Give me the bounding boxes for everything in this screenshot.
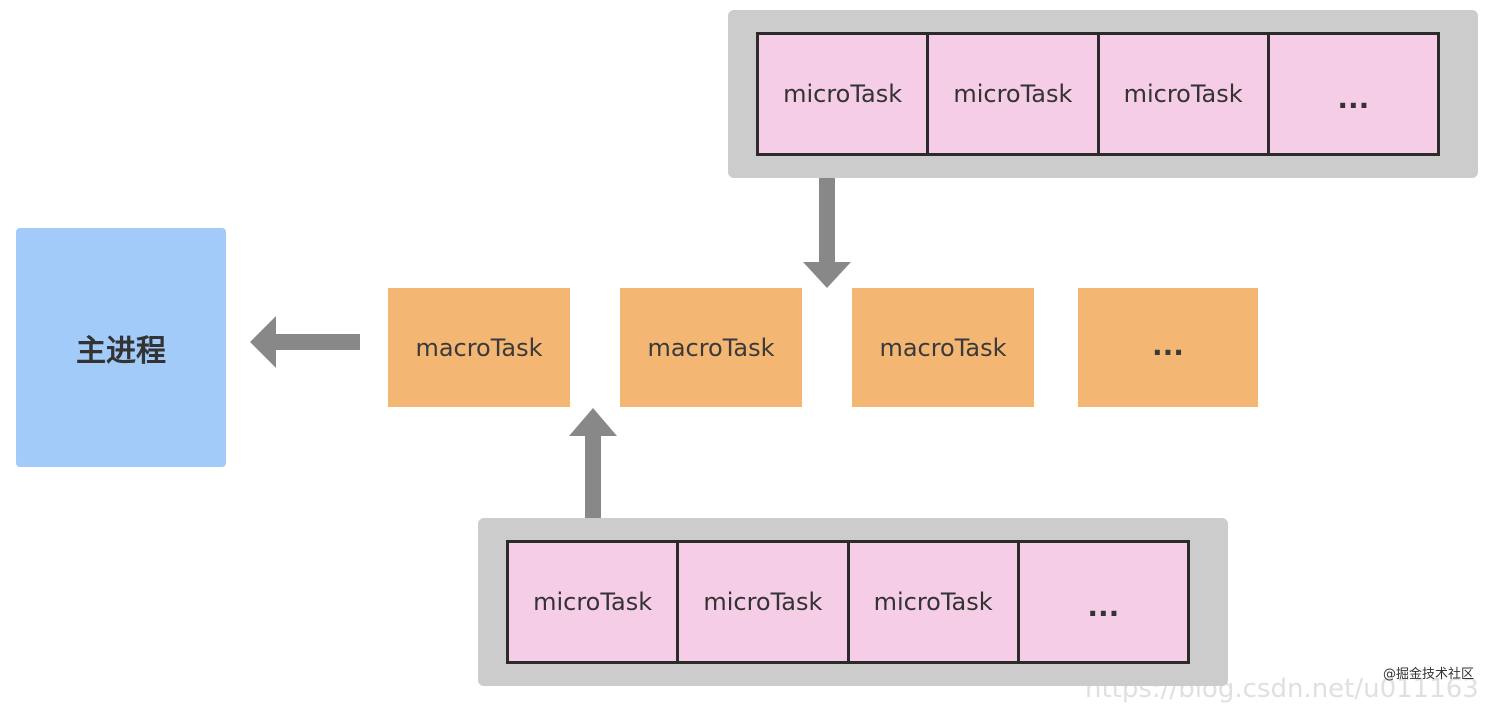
macro-task-3: macroTask (852, 288, 1034, 407)
watermark: @掘金技术社区 (1382, 667, 1474, 682)
macro-task-label: macroTask (415, 333, 543, 362)
micro-task-cell: microTask (1100, 35, 1270, 153)
micro-task-label: ... (1337, 81, 1370, 115)
macro-task-label: ... (1152, 329, 1184, 362)
micro-task-cell: microTask (679, 543, 850, 661)
main-process-label: 主进程 (76, 333, 166, 369)
micro-task-label: microTask (873, 588, 993, 616)
arrow-left-icon (250, 316, 360, 368)
macro-task-label: macroTask (879, 333, 1007, 362)
micro-task-ellipsis: ... (1270, 35, 1437, 153)
micro-task-ellipsis: ... (1020, 543, 1187, 661)
micro-task-label: microTask (703, 588, 823, 616)
micro-task-label: microTask (783, 80, 903, 108)
micro-queue-top: microTask microTask microTask ... (756, 32, 1440, 156)
micro-task-label: ... (1087, 589, 1120, 623)
micro-task-cell: microTask (850, 543, 1020, 661)
arrow-up-icon (569, 408, 617, 518)
macro-task-1: macroTask (388, 288, 570, 407)
micro-task-label: microTask (533, 588, 653, 616)
macro-task-label: macroTask (647, 333, 775, 362)
arrow-down-icon (803, 178, 851, 288)
macro-task-ellipsis: ... (1078, 288, 1258, 407)
micro-task-cell: microTask (929, 35, 1100, 153)
micro-task-label: microTask (1123, 80, 1243, 108)
macro-task-2: macroTask (620, 288, 802, 407)
micro-task-label: microTask (953, 80, 1073, 108)
micro-queue-bottom: microTask microTask microTask ... (506, 540, 1190, 664)
micro-task-cell: microTask (509, 543, 680, 661)
main-process-box: 主进程 (16, 228, 226, 467)
micro-task-cell: microTask (759, 35, 930, 153)
